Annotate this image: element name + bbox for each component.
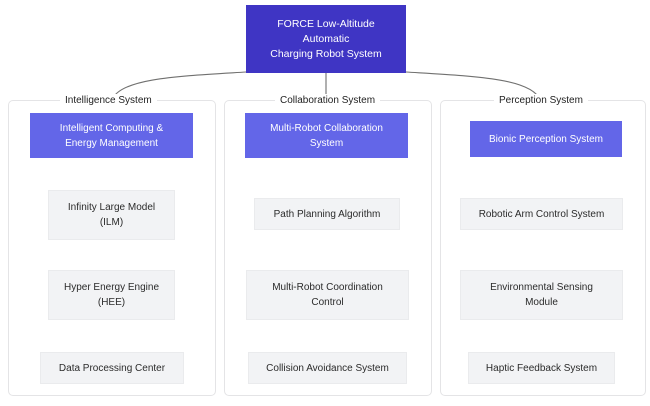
root-node[interactable]: FORCE Low-Altitude Automatic Charging Ro… xyxy=(246,5,406,73)
node-label-line-1: Intelligent Computing & xyxy=(59,122,164,134)
root-node-line-2: Automatic xyxy=(302,32,350,45)
node-data-processing-center[interactable]: Data Processing Center xyxy=(40,352,184,384)
node-label-line-2: System xyxy=(309,137,344,149)
node-infinity-large-model[interactable]: Infinity Large Model (ILM) xyxy=(48,190,175,240)
node-label-line-2: Energy Management xyxy=(65,137,158,149)
node-intelligent-computing-energy-management[interactable]: Intelligent Computing & Energy Managemen… xyxy=(30,113,193,158)
node-label-line-1: Robotic Arm Control System xyxy=(478,208,605,220)
node-label-line-1: Hyper Energy Engine xyxy=(63,282,160,293)
node-label-line-1: Bionic Perception System xyxy=(489,133,603,145)
node-label-line-1: Multi-Robot Collaboration xyxy=(270,122,383,134)
root-node-line-3: Charging Robot System xyxy=(270,47,382,60)
group-title-perception: Perception System xyxy=(494,94,588,108)
node-label-line-1: Multi-Robot Coordination xyxy=(272,282,383,293)
node-collision-avoidance-system[interactable]: Collision Avoidance System xyxy=(248,352,407,384)
node-label-line-1: Haptic Feedback System xyxy=(485,362,598,374)
root-node-line-1: FORCE Low-Altitude xyxy=(277,17,375,30)
node-path-planning-algorithm[interactable]: Path Planning Algorithm xyxy=(254,198,400,230)
node-haptic-feedback-system[interactable]: Haptic Feedback System xyxy=(468,352,615,384)
node-label-line-2: (HEE) xyxy=(97,297,126,308)
node-label-line-2: (ILM) xyxy=(99,217,124,228)
node-label-line-1: Infinity Large Model xyxy=(67,202,156,213)
node-multi-robot-coordination-control[interactable]: Multi-Robot Coordination Control xyxy=(246,270,409,320)
node-robotic-arm-control-system[interactable]: Robotic Arm Control System xyxy=(460,198,623,230)
node-label-line-1: Data Processing Center xyxy=(58,362,166,374)
node-label-line-2: Module xyxy=(525,297,558,308)
node-multi-robot-collaboration-system[interactable]: Multi-Robot Collaboration System xyxy=(245,113,408,158)
group-title-collaboration: Collaboration System xyxy=(275,94,381,108)
group-title-intelligence: Intelligence System xyxy=(60,94,157,108)
node-label-line-1: Path Planning Algorithm xyxy=(273,208,381,220)
node-label-line-1: Collision Avoidance System xyxy=(266,362,389,374)
node-label-line-2: Control xyxy=(311,297,344,308)
node-bionic-perception-system[interactable]: Bionic Perception System xyxy=(470,121,622,157)
node-hyper-energy-engine[interactable]: Hyper Energy Engine (HEE) xyxy=(48,270,175,320)
node-label-line-1: Environmental Sensing xyxy=(490,282,593,293)
node-environmental-sensing-module[interactable]: Environmental Sensing Module xyxy=(460,270,623,320)
